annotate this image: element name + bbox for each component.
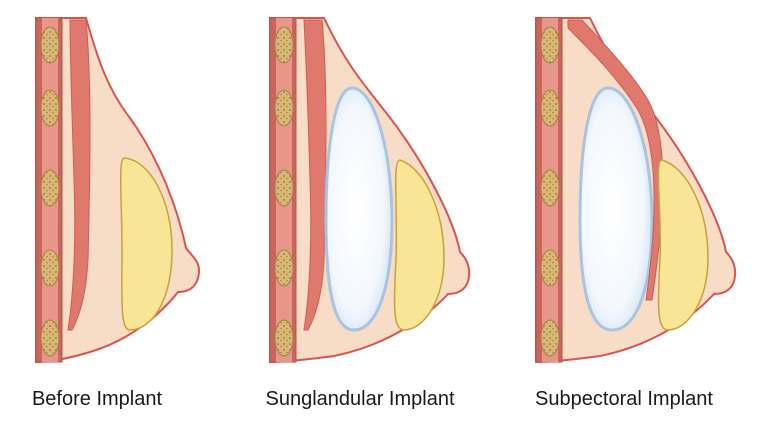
panel-subpectoral: [535, 17, 737, 364]
pectoral-muscle: [67, 19, 91, 331]
caption-subpectoral-implant: Subpectoral Implant: [535, 388, 713, 410]
gland-tissue: [393, 159, 445, 331]
caption-subglandular-implant: Sunglandular Implant: [265, 388, 455, 410]
pectoral-muscle: [303, 19, 327, 331]
breast-implant: [324, 86, 394, 332]
breast-implant: [578, 86, 654, 332]
chest-anatomy: [35, 17, 201, 363]
gland-tissue: [657, 159, 709, 331]
panel-before: [35, 17, 201, 363]
pectoral-muscle: [567, 19, 664, 301]
gland-tissue: [119, 157, 173, 331]
panel-subglandular: [269, 17, 471, 364]
caption-before-implant: Before Implant: [31, 388, 163, 410]
diagram-canvas: [35, 17, 737, 364]
